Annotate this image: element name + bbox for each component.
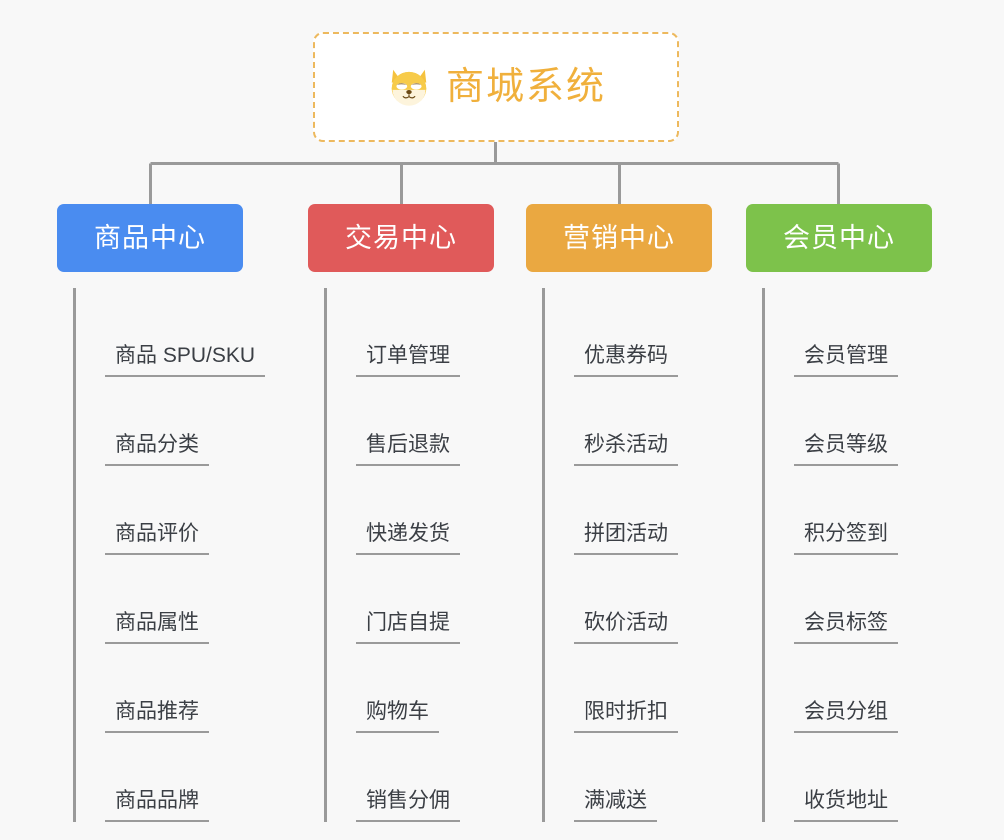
branch-column-0: 商品中心 商品 SPU/SKU 商品分类 商品评价 商品属性 商品推荐 商品品牌 <box>57 204 266 822</box>
child-list-0: 商品 SPU/SKU 商品分类 商品评价 商品属性 商品推荐 商品品牌 <box>57 288 266 822</box>
branch-spine-2 <box>542 288 545 822</box>
branch-spine-0 <box>73 288 76 822</box>
child-label: 销售分佣 <box>356 790 460 822</box>
child-item[interactable]: 商品属性 <box>73 555 243 644</box>
category-header-3[interactable]: 会员中心 <box>746 204 932 272</box>
child-label: 售后退款 <box>356 434 460 466</box>
child-label: 商品 SPU/SKU <box>105 345 266 377</box>
child-item[interactable]: 会员管理 <box>762 288 932 377</box>
child-label: 商品推荐 <box>105 701 209 733</box>
child-item[interactable]: 会员分组 <box>762 644 932 733</box>
child-label: 收货地址 <box>794 790 898 822</box>
child-label: 会员等级 <box>794 434 898 466</box>
child-item[interactable]: 满减送 <box>542 733 712 822</box>
child-item[interactable]: 限时折扣 <box>542 644 712 733</box>
child-label: 拼团活动 <box>574 523 678 555</box>
branch-column-3: 会员中心 会员管理 会员等级 积分签到 会员标签 会员分组 收货地址 <box>746 204 932 822</box>
child-item[interactable]: 商品推荐 <box>73 644 243 733</box>
child-label: 会员管理 <box>794 345 898 377</box>
category-label-2: 营销中心 <box>563 222 675 253</box>
category-header-1[interactable]: 交易中心 <box>308 204 494 272</box>
category-header-2[interactable]: 营销中心 <box>526 204 712 272</box>
branch-column-1: 交易中心 订单管理 售后退款 快递发货 门店自提 购物车 销售分佣 <box>308 204 494 822</box>
category-label-3: 会员中心 <box>783 222 895 253</box>
child-item[interactable]: 秒杀活动 <box>542 377 712 466</box>
branch-column-2: 营销中心 优惠券码 秒杀活动 拼团活动 砍价活动 限时折扣 满减送 <box>526 204 712 822</box>
dog-face-icon <box>391 69 427 106</box>
child-item[interactable]: 商品品牌 <box>73 733 243 822</box>
root-node[interactable]: 商城系统 <box>313 32 679 142</box>
child-item[interactable]: 会员标签 <box>762 555 932 644</box>
child-item[interactable]: 拼团活动 <box>542 466 712 555</box>
child-label: 订单管理 <box>356 345 460 377</box>
child-label: 砍价活动 <box>574 612 678 644</box>
branch-spine-1 <box>324 288 327 822</box>
child-item[interactable]: 商品评价 <box>73 466 243 555</box>
child-item[interactable]: 砍价活动 <box>542 555 712 644</box>
child-label: 限时折扣 <box>574 701 678 733</box>
child-label: 商品属性 <box>105 612 209 644</box>
child-label: 商品评价 <box>105 523 209 555</box>
child-list-1: 订单管理 售后退款 快递发货 门店自提 购物车 销售分佣 <box>308 288 494 822</box>
child-item[interactable]: 商品 SPU/SKU <box>73 288 266 377</box>
child-label: 商品分类 <box>105 434 209 466</box>
child-label: 积分签到 <box>794 523 898 555</box>
child-item[interactable]: 订单管理 <box>324 288 494 377</box>
child-label: 购物车 <box>356 701 439 733</box>
child-item[interactable]: 销售分佣 <box>324 733 494 822</box>
child-label: 会员分组 <box>794 701 898 733</box>
child-item[interactable]: 优惠券码 <box>542 288 712 377</box>
child-label: 快递发货 <box>356 523 460 555</box>
child-label: 会员标签 <box>794 612 898 644</box>
child-label: 优惠券码 <box>574 345 678 377</box>
child-item[interactable]: 购物车 <box>324 644 494 733</box>
category-label-0: 商品中心 <box>94 222 206 253</box>
child-list-2: 优惠券码 秒杀活动 拼团活动 砍价活动 限时折扣 满减送 <box>526 288 712 822</box>
category-header-0[interactable]: 商品中心 <box>57 204 243 272</box>
child-label: 满减送 <box>574 790 657 822</box>
child-item[interactable]: 售后退款 <box>324 377 494 466</box>
category-label-1: 交易中心 <box>345 222 457 253</box>
child-item[interactable]: 会员等级 <box>762 377 932 466</box>
branch-spine-3 <box>762 288 765 822</box>
child-label: 商品品牌 <box>105 790 209 822</box>
child-item[interactable]: 门店自提 <box>324 555 494 644</box>
child-item[interactable]: 快递发货 <box>324 466 494 555</box>
child-item[interactable]: 商品分类 <box>73 377 243 466</box>
child-item[interactable]: 积分签到 <box>762 466 932 555</box>
child-label: 门店自提 <box>356 612 460 644</box>
child-item[interactable]: 收货地址 <box>762 733 932 822</box>
child-label: 秒杀活动 <box>574 434 678 466</box>
child-list-3: 会员管理 会员等级 积分签到 会员标签 会员分组 收货地址 <box>746 288 932 822</box>
root-title: 商城系统 <box>445 66 606 108</box>
